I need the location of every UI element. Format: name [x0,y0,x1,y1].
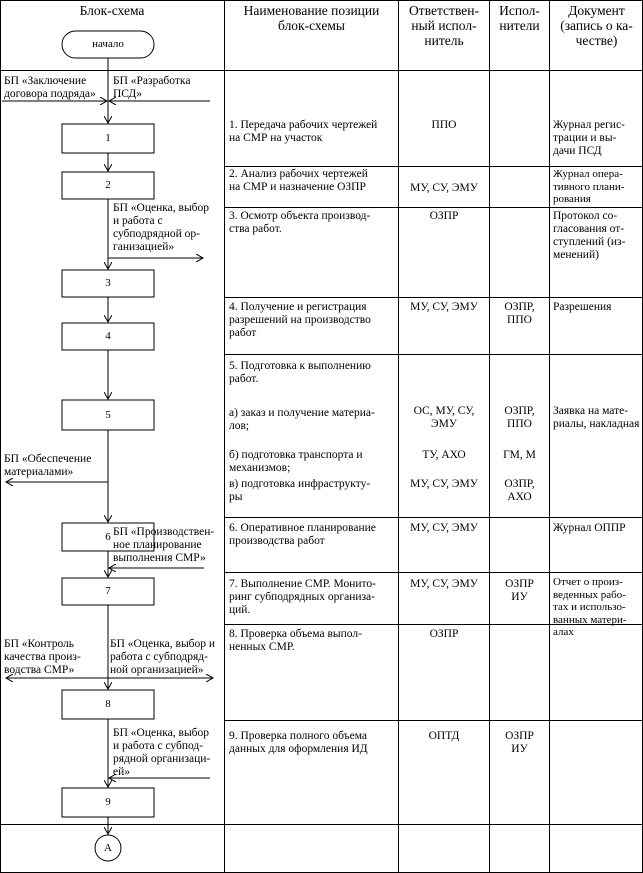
input-quality: БП «Контроль качества произ- водства СМР… [4,638,81,676]
box-label-8: 8 [105,698,111,710]
process-box-3 [61,269,155,298]
row-5-sub-b-executors: ГМ, М [503,449,536,461]
row-5-position: 5. Подготовка к выполнению работ. [229,360,371,385]
header-executors: Испол- нители [499,3,540,33]
row-7-position: 7. Выполнение СМР. Монито- ринг субподря… [229,578,376,616]
header-position: Наименование позиции блок-схемы [243,3,380,33]
row-6-position: 6. Оперативное планирование производства… [229,522,376,547]
input-planning: БП «Производствен- ное планирование выпо… [113,526,215,564]
box-label-9: 9 [105,796,111,808]
row-5-sub-b-responsible: ТУ, АХО [422,449,466,461]
box-label-1: 1 [105,132,111,144]
row-9-responsible: ОПТД [428,730,460,742]
row-4-executors: ОЗПР, ППО [504,301,535,326]
row-7-document: Отчет о произ- веденных рабо- тах и испо… [553,576,627,639]
box-label-7: 7 [105,585,111,597]
process-box-4 [61,322,155,351]
connector-label: А [104,842,112,854]
header-responsible: Ответствен- ный испол- нитель [409,3,479,48]
row-8-position: 8. Проверка объема выпол- ненных СМР. [229,628,362,653]
input-subcontract-3: БП «Оценка, выбор и работа с субпод- ряд… [113,727,211,778]
row-5-sub-a-document: Заявка на мате- риалы, накладная [553,405,640,430]
external-connections [2,70,213,778]
row-5-sub-c-responsible: МУ, СУ, ЭМУ [410,478,478,490]
row-5-sub-b: б) подготовка транспорта и механизмов; [229,449,363,474]
row-5-sub-a: а) заказ и получение материа- лов; [229,407,375,432]
row-4-document: Разрешения [553,301,612,313]
header-flowchart: Блок-схема [79,3,145,18]
row-1-responsible: ППО [431,119,457,131]
row-2-responsible: МУ, СУ, ЭМУ [410,182,478,194]
process-box-6 [61,522,155,552]
row-1-document: Журнал регис- трации и вы- дачи ПСД [553,119,625,157]
start-label: начало [92,38,124,50]
process-box-2 [61,171,155,200]
row-5-sub-a-responsible: ОС, МУ, СУ, ЭМУ [413,405,475,430]
header-document: Документ (запись о ка- честве) [560,3,633,48]
box-label-4: 4 [105,330,111,342]
row-9-executors: ОЗПР ИУ [505,730,534,755]
box-label-5: 5 [105,409,111,421]
connector-circle-a [94,834,122,862]
input-subcontract-1: БП «Оценка, выбор и работа с субподрядно… [113,202,210,253]
box-label-2: 2 [105,179,111,191]
row-1-position: 1. Передача рабочих чертежей на СМР на у… [229,119,378,144]
row-7-responsible: МУ, СУ, ЭМУ [410,578,478,590]
process-boxes [61,123,155,818]
process-box-8 [61,689,155,720]
row-5-sub-c-executors: ОЗПР, АХО [504,478,535,503]
row-6-document: Журнал ОППР [553,522,626,534]
process-box-1 [61,123,155,154]
process-box-9 [61,787,155,818]
row-8-responsible: ОЗПР [429,628,459,640]
row-2-document: Журнал опера- тивного плани- рования [553,168,625,206]
process-box-5 [61,399,155,431]
row-4-position: 4. Получение и регистрация разрешений на… [229,301,371,339]
row-3-responsible: ОЗПР [429,210,459,222]
row-2-position: 2. Анализ рабочих чертежей на СМР и назн… [229,168,368,193]
row-9-position: 9. Проверка полного объема данных для оф… [229,730,368,755]
input-subcontract-2: БП «Оценка, выбор и работа с субподряд- … [110,638,216,676]
row-4-responsible: МУ, СУ, ЭМУ [410,301,478,313]
box-label-3: 3 [105,277,111,289]
row-3-position: 3. Осмотр объекта производ- ства работ. [229,210,371,235]
row-5-sub-c: в) подготовка инфраструкту- ры [229,478,371,503]
input-design: БП «Разработка ПСД» [113,75,191,100]
box-label-6: 6 [105,531,111,543]
row-3-document: Протокол со- гласования от- ступлений (и… [553,210,626,261]
row-5-sub-a-executors: ОЗПР, ППО [504,405,535,430]
process-box-7 [61,577,155,606]
input-contract: БП «Заключение договора подряда» [4,75,96,100]
input-materials: БП «Обеспечение материалами» [4,453,92,478]
row-6-responsible: МУ, СУ, ЭМУ [410,522,478,534]
row-7-executors: ОЗПР ИУ [505,578,534,603]
